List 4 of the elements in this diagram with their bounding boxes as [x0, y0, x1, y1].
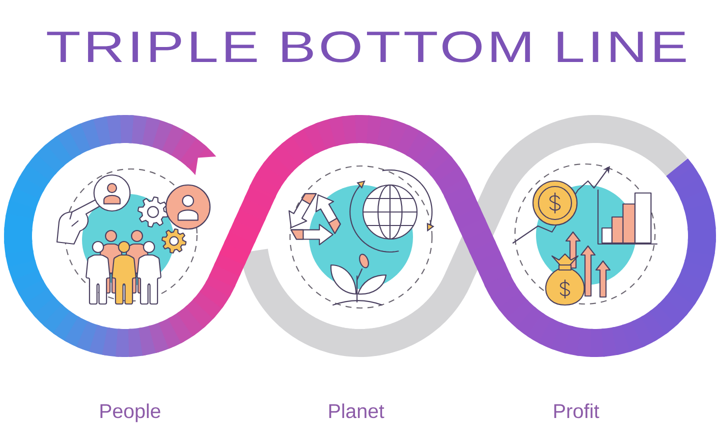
circle-label: Profit	[554, 404, 600, 418]
circle-label: Planet	[329, 404, 384, 418]
title: TRIPLE BOTTOM LINE	[47, 31, 686, 62]
circle-label: People	[100, 404, 160, 422]
